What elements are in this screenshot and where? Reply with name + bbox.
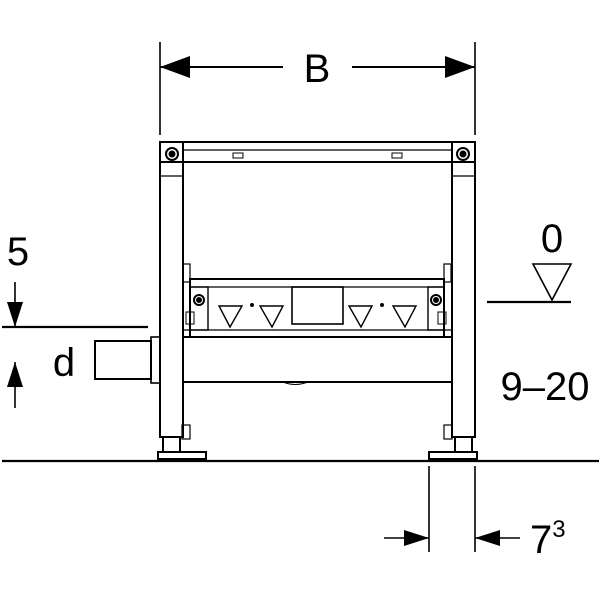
- foot-dimension: [384, 466, 520, 552]
- foot-arrowhead-left: [404, 530, 429, 546]
- bolt-top-right: [456, 147, 470, 161]
- right-post: [451, 141, 476, 438]
- foot-width-label: 73: [530, 516, 566, 562]
- left-post: [159, 141, 184, 438]
- marker-triangle: [347, 305, 374, 329]
- level-triangle: [531, 263, 573, 302]
- lower-crossbar: [182, 336, 453, 383]
- pipe-arrowhead-up: [7, 362, 23, 387]
- width-dimension: [159, 42, 476, 135]
- right-foot-leg: [454, 436, 473, 453]
- foot-arrowhead-right: [475, 530, 500, 546]
- height-range-label: 9–20: [501, 365, 590, 409]
- foot-width-base: 7: [530, 518, 552, 562]
- left-foot-plate: [157, 451, 207, 460]
- width-arrowhead-right: [445, 56, 475, 78]
- left-foot-leg: [162, 436, 181, 453]
- width-label: B: [304, 47, 331, 91]
- level-label: 0: [541, 217, 563, 261]
- offset-label: 5: [7, 230, 29, 274]
- width-arrowhead-left: [160, 56, 190, 78]
- top-rail: [159, 141, 476, 163]
- center-panel: [291, 286, 344, 325]
- bracket-right: [427, 286, 445, 331]
- foot-width-superscript: 3: [552, 516, 565, 543]
- marker-triangle: [217, 305, 244, 329]
- pipe-connector: [94, 340, 152, 380]
- pipe-diameter-label: d: [53, 341, 75, 385]
- bracket-left: [189, 286, 209, 331]
- right-foot-plate: [428, 451, 478, 460]
- offset-arrowhead-down: [7, 302, 23, 327]
- bolt-top-left: [165, 147, 179, 161]
- marker-triangle: [391, 305, 418, 329]
- frame: [94, 141, 478, 460]
- level-reference: [487, 263, 573, 304]
- offset-dimension: [2, 282, 148, 408]
- marker-triangle: [258, 305, 285, 329]
